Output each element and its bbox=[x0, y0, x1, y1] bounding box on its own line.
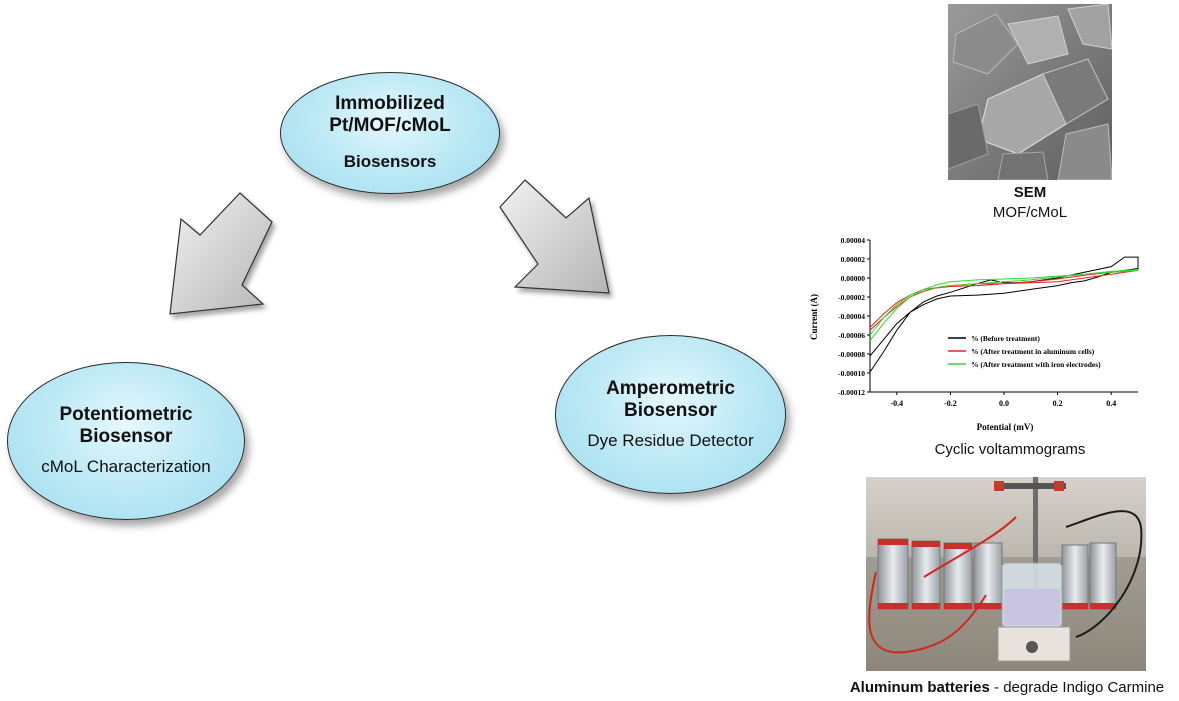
right-node-title-1: Amperometric bbox=[606, 377, 735, 399]
cv-series-group bbox=[869, 256, 1139, 373]
can-cells bbox=[877, 538, 1117, 610]
cv-x-tick-label: 0.2 bbox=[1053, 399, 1063, 408]
cv-y-axis-label: Current (A) bbox=[809, 294, 819, 340]
cv-y-tick-label: -0.00010 bbox=[838, 369, 865, 378]
cv-y-tick-label: -0.00008 bbox=[838, 350, 865, 359]
cv-series-line-3 bbox=[869, 268, 1139, 342]
sem-label-bold: SEM bbox=[1013, 184, 1047, 201]
cv-x-tick-label: 0.0 bbox=[999, 399, 1009, 408]
sem-caption: SEM MOF/cMoL bbox=[950, 183, 1110, 223]
battery-setup-image bbox=[866, 477, 1146, 671]
cv-x-axis-label: Potential (mV) bbox=[977, 422, 1034, 432]
right-node-subtitle: Dye Residue Detector bbox=[587, 430, 754, 450]
cv-caption: Cyclic voltammograms bbox=[934, 441, 1086, 458]
cv-legend-label-1: % (Before treatment) bbox=[971, 334, 1040, 343]
cv-y-tick-label: -0.00006 bbox=[838, 331, 865, 340]
arrow-down-right bbox=[499, 179, 610, 294]
left-node-title-2: Biosensor bbox=[79, 426, 173, 447]
center-node-subtitle: Biosensors bbox=[343, 152, 437, 171]
cv-y-tick-label: -0.00004 bbox=[838, 312, 865, 321]
arrow-down-left bbox=[169, 192, 273, 315]
center-node-title-2: Pt/MOF/cMoL bbox=[329, 115, 451, 136]
cv-x-tick-label: 0.4 bbox=[1106, 399, 1116, 408]
sem-label: MOF/cMoL bbox=[992, 204, 1068, 221]
center-node-title-1: Immobilized bbox=[335, 93, 445, 114]
cv-y-tick-label: 0.00002 bbox=[841, 255, 866, 264]
battery-label-bold: Aluminum batteries bbox=[849, 679, 990, 696]
right-node-title-2: Biosensor bbox=[624, 399, 717, 421]
right-node-ellipse: Amperometric Biosensor Dye Residue Detec… bbox=[555, 335, 786, 494]
left-node-title-1: Potentiometric bbox=[59, 404, 193, 425]
sem-image bbox=[948, 4, 1112, 180]
cv-legend-label-2: % (After treatment in aluminum cells) bbox=[971, 347, 1095, 356]
cv-chart: 0.00004 0.00002 0.00000 -0.00002 -0.00004 -0.… bbox=[809, 236, 1139, 432]
battery-label: - degrade Indigo Carmine bbox=[989, 679, 1165, 696]
cv-x-tick-label: -0.2 bbox=[944, 399, 957, 408]
center-node-ellipse: Immobilized Pt/MOF/cMoL Biosensors bbox=[280, 72, 500, 194]
cv-series-line-1 bbox=[869, 256, 1139, 373]
cv-axes: 0.00004 0.00002 0.00000 -0.00002 -0.00004 -0.… bbox=[838, 236, 1138, 408]
cv-x-tick-label: -0.4 bbox=[890, 399, 903, 408]
cv-y-tick-label: 0.00000 bbox=[841, 274, 866, 283]
battery-caption: Aluminum batteries - degrade Indigo Carm… bbox=[822, 679, 1179, 696]
cv-y-tick-label: -0.00002 bbox=[838, 293, 865, 302]
cv-y-tick-label: -0.00012 bbox=[838, 388, 865, 397]
cv-legend-label-3: % (After treatment with iron electrodes) bbox=[971, 360, 1101, 369]
left-node-ellipse: Potentiometric Biosensor cMoL Characteri… bbox=[7, 362, 245, 520]
cv-legend: % (Before treatment) % (After treatment i… bbox=[948, 334, 1101, 369]
cv-y-tick-label: 0.00004 bbox=[841, 236, 866, 245]
left-node-subtitle: cMoL Characterization bbox=[41, 457, 211, 476]
